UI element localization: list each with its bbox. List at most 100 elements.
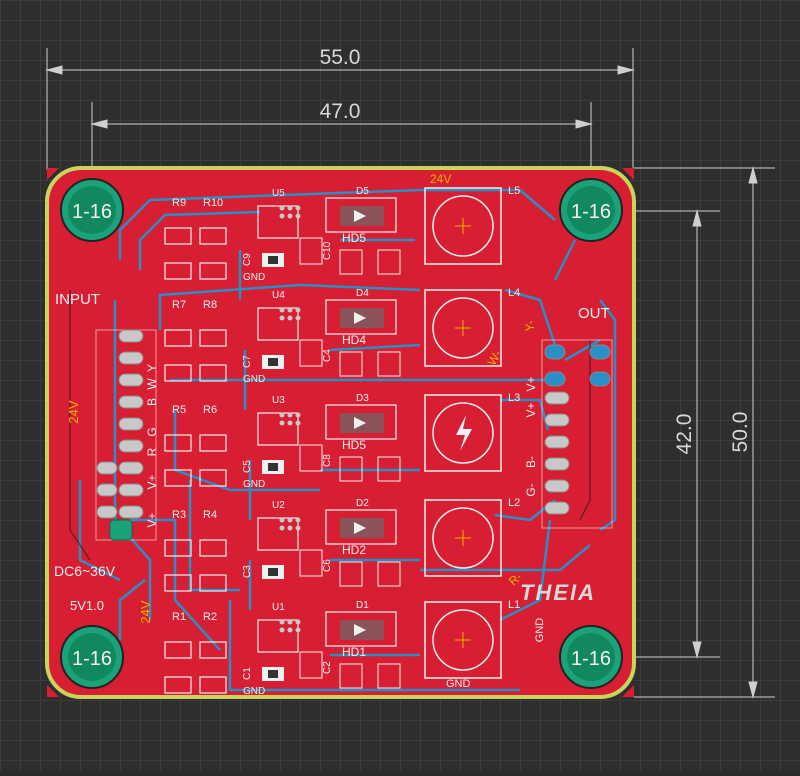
ic-ref: U1 <box>272 602 285 613</box>
pad-outline <box>377 249 401 275</box>
resistor-pad <box>199 676 227 694</box>
resistor-pad <box>199 539 227 557</box>
diode-ref: D1 <box>356 600 369 611</box>
input-connector: INPUT Y W B G R V+ V+ <box>55 291 159 541</box>
resistor-pad <box>164 227 192 245</box>
diode-outline <box>325 404 397 440</box>
resistor-pad <box>164 262 192 280</box>
capacitor-core <box>268 670 278 678</box>
diode-symbol <box>354 210 366 222</box>
ic-via <box>279 412 285 418</box>
ic-via <box>295 525 301 531</box>
inductor-coil <box>432 507 494 569</box>
mounting-hole-bottom-left: 1-16 <box>60 625 124 689</box>
ic-via <box>295 627 301 633</box>
capacitor-ref: C9 <box>242 253 253 266</box>
inductor-ref: L4 <box>508 287 520 299</box>
dimension-overall-width: 55.0 <box>45 46 635 170</box>
voltage-label: DC6~36V <box>54 563 116 579</box>
diode-ref: D4 <box>356 288 369 299</box>
cap2-outline <box>299 651 323 679</box>
ic-via <box>279 315 285 321</box>
ic-via <box>279 517 285 523</box>
resistor-pad <box>164 676 192 694</box>
capacitor-core <box>268 463 278 471</box>
resistor-pad <box>164 539 192 557</box>
pad-outline <box>377 351 401 377</box>
gnd-label: GND <box>243 374 265 385</box>
resistor-pad <box>164 641 192 659</box>
theia-logo: THEIA <box>520 580 596 605</box>
input-pin-label: V+ <box>145 512 159 527</box>
net-label-24v: 24V <box>430 172 451 186</box>
dim-height-text: 50.0 <box>729 412 752 453</box>
mounting-hole-bottom-right: 1-16 <box>559 625 623 689</box>
ic-ref: U3 <box>272 395 285 406</box>
net-label-24v: 24V <box>138 600 153 623</box>
inductor-ref: L2 <box>508 497 520 509</box>
resistor-pad <box>199 262 227 280</box>
ic-via <box>287 525 293 531</box>
ic-via <box>287 307 293 313</box>
ic-via <box>279 627 285 633</box>
inductor-ref: L3 <box>508 392 520 404</box>
hd-ref: HD1 <box>342 645 366 659</box>
cap2-outline <box>299 549 323 577</box>
dimension-overall-height: 50.0 <box>634 166 775 699</box>
net-label-gnd: GND <box>534 618 546 643</box>
inductor-outline <box>424 499 502 577</box>
resistor-pad <box>164 364 192 382</box>
inductor-outline <box>424 289 502 367</box>
ic-outline <box>257 412 299 446</box>
resistor-pad <box>199 469 227 487</box>
ic-via <box>295 307 301 313</box>
capacitor-core <box>268 568 278 576</box>
resistor-ref: R10 <box>203 197 223 209</box>
inductor-coil <box>432 609 494 671</box>
input-pin-label: R <box>145 447 159 456</box>
cap2-ref: C2 <box>322 661 333 674</box>
cap2-ref: C6 <box>322 559 333 572</box>
inductor-coil <box>432 402 494 464</box>
pad-outline <box>339 249 363 275</box>
pad-outline <box>377 663 401 689</box>
output-pin-label: V+ <box>524 376 538 391</box>
output-pin-label: G- <box>524 483 538 496</box>
capacitor-ref: C1 <box>242 667 253 680</box>
inductor-outline <box>424 187 502 265</box>
resistor-ref: R4 <box>203 509 217 521</box>
ic-via <box>295 517 301 523</box>
diode-outline <box>325 509 397 545</box>
gnd-label: GND <box>243 686 265 697</box>
diode-outline <box>325 197 397 233</box>
hole-label: 1-16 <box>571 201 611 223</box>
cap2-ref: C4 <box>322 349 333 362</box>
version-label: 5V1.0 <box>70 598 104 613</box>
pad-outline <box>339 351 363 377</box>
ic-outline <box>257 517 299 551</box>
resistor-pad <box>199 641 227 659</box>
gnd-label: GND <box>243 272 265 283</box>
diode-ref: D2 <box>356 498 369 509</box>
resistor-ref: R6 <box>203 404 217 416</box>
inductor-coil <box>432 195 494 257</box>
ic-via <box>279 525 285 531</box>
resistor-pad <box>164 434 192 452</box>
net-label-24v: 24V <box>66 400 81 423</box>
pad-outline <box>339 561 363 587</box>
resistor-ref: R5 <box>172 404 186 416</box>
diode-symbol <box>354 522 366 534</box>
pad-outline <box>377 456 401 482</box>
ic-via <box>295 619 301 625</box>
ic-ref: U5 <box>272 188 285 199</box>
resistor-pad <box>199 364 227 382</box>
ic-via <box>279 307 285 313</box>
pad-outline <box>339 456 363 482</box>
dim-width-text: 55.0 <box>320 46 361 69</box>
ic-via <box>295 412 301 418</box>
